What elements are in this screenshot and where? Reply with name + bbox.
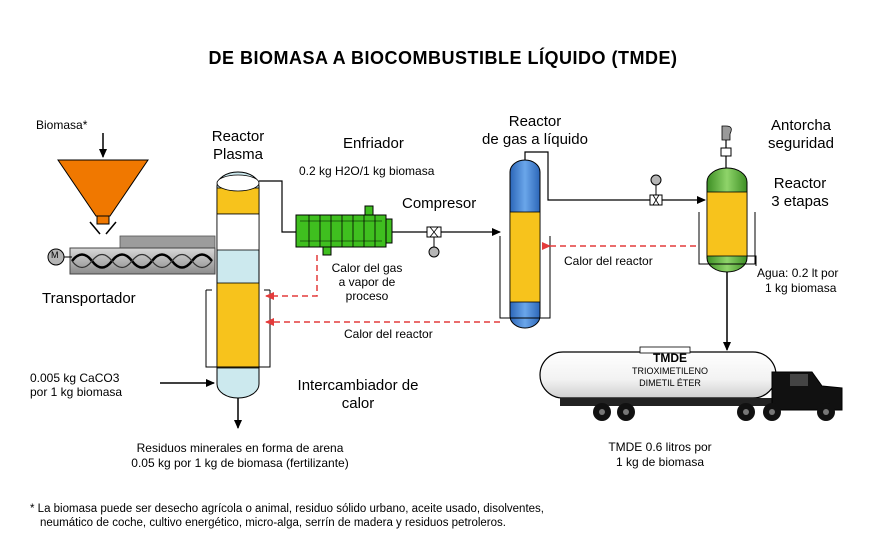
cooler: [295, 205, 393, 256]
safety-torch: [720, 125, 732, 168]
label-compresor: Compresor: [402, 195, 477, 212]
label-tmde-2: 1 kg de biomasa: [615, 455, 705, 469]
label-calor-gas-2: a vapor de: [338, 275, 396, 289]
water-outlet: [747, 255, 757, 266]
label-reactor-gl-2: de gas a líquido: [482, 131, 588, 148]
motor-m-label: M: [51, 250, 59, 260]
plasma-reactor: [216, 171, 260, 399]
label-residuos-1: Residuos minerales en forma de arena: [136, 441, 344, 455]
compressor: [426, 226, 442, 258]
label-reactor3-1: Reactor: [773, 175, 827, 192]
gas-pipe-4: [524, 151, 650, 201]
heat-line-gas: [265, 255, 318, 300]
gas-pipe-1: [259, 180, 297, 233]
label-enfriador: Enfriador: [343, 135, 404, 152]
diagram-title: DE BIOMASA A BIOCOMBUSTIBLE LÍQUIDO (TMD…: [208, 48, 678, 68]
label-reactor-plasma-2: Plasma: [212, 146, 264, 163]
label-reactor-plasma-1: Reactor: [211, 128, 265, 145]
conveyor-motor: [47, 248, 72, 266]
tanker-line-1: TRIOXIMETILENO: [631, 366, 708, 376]
heat-exchanger-jacket: [205, 289, 271, 368]
screw-conveyor: [69, 235, 216, 275]
label-transportador: Transportador: [42, 290, 136, 307]
label-antorcha-1: Antorcha: [770, 117, 832, 134]
footnote-line-1: * La biomasa puede ser desecho agrícola …: [30, 503, 544, 515]
label-reactor3-2: 3 etapas: [771, 193, 829, 210]
label-calor-gas-3: proceso: [345, 289, 389, 303]
label-intercambiador-1: Intercambiador de: [297, 377, 419, 394]
label-caco3-1: 0.005 kg CaCO3: [30, 371, 120, 385]
label-antorcha-2: seguridad: [768, 135, 834, 152]
label-agua-1: Agua: 0.2 lt por: [757, 266, 839, 280]
label-caco3-2: por 1 kg biomasa: [30, 385, 123, 399]
label-intercambiador-2: calor: [341, 395, 375, 412]
label-reactor-gl-1: Reactor: [508, 113, 562, 130]
label-calor-reactor-a: Calor del reactor: [344, 327, 433, 341]
label-agua-2: 1 kg biomasa: [765, 281, 837, 295]
label-enfriador-ratio: 0.2 kg H2O/1 kg biomasa: [299, 164, 435, 178]
label-biomasa: Biomasa*: [36, 118, 88, 132]
three-stage-reactor: [698, 167, 756, 273]
tanker-title: TMDE: [653, 351, 687, 365]
tanker-line-2: DIMETIL ÉTER: [639, 378, 701, 388]
label-calor-reactor-b: Calor del reactor: [564, 254, 653, 268]
label-tmde-1: TMDE 0.6 litros por: [608, 440, 712, 454]
hopper: [57, 159, 149, 235]
tanker-truck: [539, 346, 843, 421]
label-residuos-2: 0.05 kg por 1 kg de biomasa (fertilizant…: [131, 456, 349, 470]
valve: [649, 174, 663, 206]
gas-to-liquid-reactor: [499, 159, 551, 329]
footnote-line-2: neumático de coche, cultivo energético, …: [40, 517, 506, 529]
label-calor-gas-1: Calor del gas: [331, 261, 403, 275]
